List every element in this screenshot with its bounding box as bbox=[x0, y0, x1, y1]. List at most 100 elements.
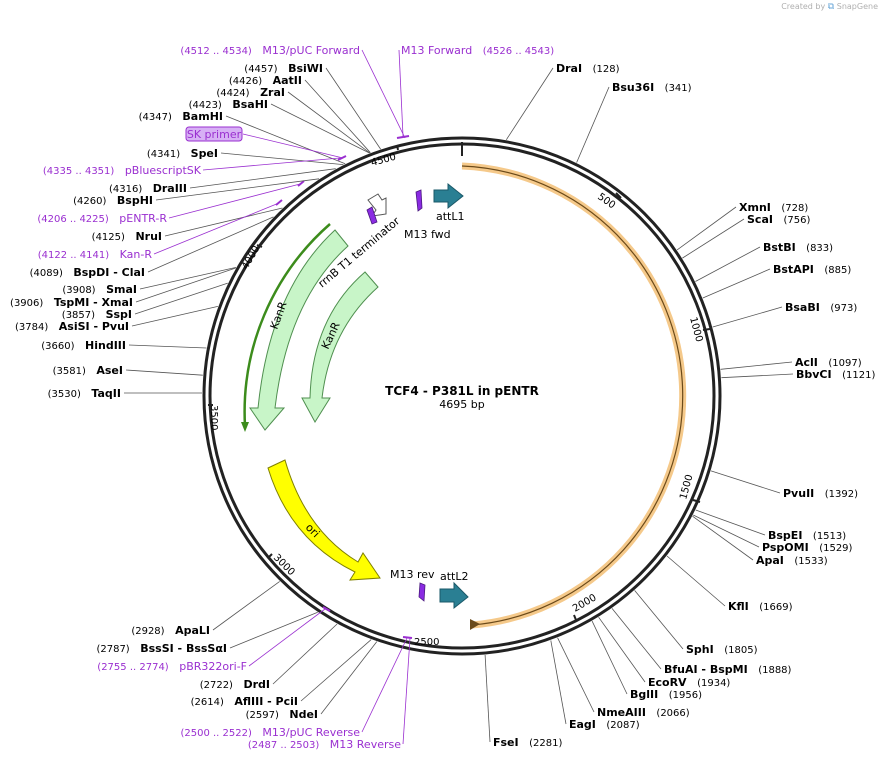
restriction-site-label[interactable]: (4424) ZraI bbox=[216, 86, 285, 99]
restriction-site-label[interactable]: (3906) TspMI - XmaI bbox=[10, 296, 133, 309]
restriction-site-label[interactable]: ScaI (756) bbox=[747, 213, 810, 226]
restriction-site-label[interactable]: KflI (1669) bbox=[728, 600, 793, 613]
site-position: (2928) bbox=[131, 626, 164, 637]
primer-label[interactable]: (2487 .. 2503) M13 Reverse bbox=[248, 738, 401, 751]
site-position: (2087) bbox=[606, 720, 639, 731]
restriction-site-label[interactable]: (4341) SpeI bbox=[147, 147, 218, 160]
restriction-site-label[interactable]: (3581) AseI bbox=[53, 364, 123, 377]
site-position: (885) bbox=[824, 265, 851, 276]
site-name: BamHI bbox=[182, 110, 223, 123]
restriction-site-label[interactable]: ApaI (1533) bbox=[756, 554, 828, 567]
site-name: BspHI bbox=[117, 194, 153, 207]
site-leader-line bbox=[304, 79, 371, 153]
attl1-arrow bbox=[433, 182, 464, 210]
site-position: (4341) bbox=[147, 149, 180, 160]
site-name: BsaBI bbox=[785, 301, 820, 314]
map-title: TCF4 - P381L in pENTR bbox=[385, 384, 539, 398]
site-leader-line bbox=[147, 216, 274, 273]
primer-label[interactable]: SK primer bbox=[187, 128, 242, 141]
primer-range: (4206 .. 4225) bbox=[37, 214, 109, 225]
restriction-site-label[interactable]: (2597) NdeI bbox=[246, 708, 318, 721]
restriction-site-label[interactable]: (4423) BsaHI bbox=[189, 98, 268, 111]
primer-leader-line bbox=[242, 133, 344, 159]
restriction-site-label[interactable]: AclI (1097) bbox=[795, 356, 862, 369]
primer-label[interactable]: (4512 .. 4534) M13/pUC Forward bbox=[180, 44, 360, 57]
primer-label[interactable]: (4206 .. 4225) pENTR-R bbox=[37, 212, 167, 225]
site-position: (1097) bbox=[828, 358, 861, 369]
restriction-site-label[interactable]: BstBI (833) bbox=[763, 241, 833, 254]
primer-labels: (4512 .. 4534) M13/pUC Forward M13 Forwar… bbox=[37, 44, 554, 751]
spacer bbox=[472, 44, 483, 57]
restriction-site-label[interactable]: EcoRV (1934) bbox=[648, 676, 730, 689]
restriction-site-label[interactable]: EagI (2087) bbox=[569, 718, 640, 731]
site-leader-line bbox=[712, 306, 783, 328]
site-leader-line bbox=[155, 178, 320, 201]
restriction-site-label[interactable]: BglII (1956) bbox=[630, 688, 702, 701]
site-leader-line bbox=[225, 115, 346, 165]
spacer bbox=[262, 74, 273, 87]
site-position: (2066) bbox=[656, 708, 689, 719]
restriction-site-label[interactable]: BstAPI (885) bbox=[773, 263, 851, 276]
primer-label[interactable]: (4335 .. 4351) pBluescriptSK bbox=[43, 164, 202, 177]
restriction-site-label[interactable]: BfuAI - BspMI (1888) bbox=[664, 663, 792, 676]
restriction-site-label[interactable]: (3908) SmaI bbox=[62, 283, 137, 296]
site-name: AflIII - PciI bbox=[234, 695, 298, 708]
primer-leader-line bbox=[202, 157, 341, 171]
restriction-site-label[interactable]: (3530) TaqII bbox=[48, 387, 121, 400]
primer-name: Kan-R bbox=[120, 248, 153, 261]
site-position: (4347) bbox=[139, 112, 172, 123]
restriction-site-label[interactable]: (3857) SspI bbox=[62, 308, 132, 321]
site-leader-line bbox=[135, 267, 236, 303]
site-labels: DraI (128) Bsu36I (341) XmnI (728)ScaI (75… bbox=[10, 62, 875, 749]
site-name: BbvCI bbox=[796, 368, 832, 381]
restriction-site-label[interactable]: PspOMI (1529) bbox=[762, 541, 853, 554]
restriction-site-label[interactable]: (4347) BamHI bbox=[139, 110, 223, 123]
restriction-site-label[interactable]: BspEI (1513) bbox=[768, 529, 846, 542]
site-position: (1392) bbox=[825, 489, 858, 500]
restriction-site-label[interactable]: (3784) AsiSI - PvuI bbox=[15, 320, 129, 333]
restriction-site-label[interactable]: (2722) DrdI bbox=[200, 678, 270, 691]
feature-label-m13-rev: M13 rev bbox=[390, 568, 435, 581]
restriction-site-label[interactable]: BbvCI (1121) bbox=[796, 368, 875, 381]
site-position: (3530) bbox=[48, 389, 81, 400]
primer-leader-line bbox=[248, 608, 326, 667]
primer-label[interactable]: (2500 .. 2522) M13/pUC Reverse bbox=[180, 726, 360, 739]
restriction-site-label[interactable]: BsaBI (973) bbox=[785, 301, 857, 314]
site-position: (756) bbox=[783, 215, 810, 226]
attl2-arrow bbox=[439, 581, 469, 610]
site-position: (1121) bbox=[842, 370, 875, 381]
restriction-site-label[interactable]: DraI (128) bbox=[556, 62, 620, 75]
restriction-site-label[interactable]: (2928) ApaLI bbox=[131, 624, 210, 637]
site-name: NmeAIII bbox=[597, 706, 646, 719]
site-position: (4423) bbox=[189, 100, 222, 111]
restriction-site-label[interactable]: Bsu36I (341) bbox=[612, 81, 692, 94]
restriction-site-label[interactable]: (2787) BssSI - BssSαI bbox=[96, 642, 227, 655]
restriction-site-label[interactable]: (4316) DraIII bbox=[109, 182, 187, 195]
site-name: SmaI bbox=[106, 283, 137, 296]
primer-label[interactable]: (2755 .. 2774) pBR322ori-F bbox=[97, 660, 247, 673]
primer-range: (2487 .. 2503) bbox=[248, 740, 320, 751]
primer-label[interactable]: M13 Forward (4526 .. 4543) bbox=[401, 44, 554, 57]
site-position: (128) bbox=[593, 64, 620, 75]
restriction-site-label[interactable]: XmnI (728) bbox=[739, 201, 808, 214]
restriction-site-label[interactable]: NmeAIII (2066) bbox=[597, 706, 690, 719]
restriction-site-label[interactable]: (4260) BspHI bbox=[73, 194, 153, 207]
site-leader-line bbox=[611, 608, 662, 670]
site-name: ApaI bbox=[756, 554, 784, 567]
restriction-site-label[interactable]: (4125) NruI bbox=[92, 230, 162, 243]
site-position: (1805) bbox=[724, 645, 757, 656]
primer-label[interactable]: (4122 .. 4141) Kan-R bbox=[38, 248, 153, 261]
site-leader-line bbox=[134, 282, 228, 315]
restriction-site-label[interactable]: (4457) BsiWI bbox=[244, 62, 323, 75]
restriction-site-label[interactable]: (4426) AatII bbox=[229, 74, 302, 87]
spacer bbox=[279, 708, 290, 721]
spacer bbox=[43, 296, 54, 309]
restriction-site-label[interactable]: SphI (1805) bbox=[686, 643, 758, 656]
restriction-site-label[interactable]: FseI (2281) bbox=[493, 736, 562, 749]
restriction-site-label[interactable]: (3660) HindIII bbox=[41, 339, 126, 352]
restriction-site-label[interactable]: (2614) AflIII - PciI bbox=[191, 695, 298, 708]
restriction-site-label[interactable]: PvuII (1392) bbox=[783, 487, 858, 500]
spacer bbox=[130, 642, 141, 655]
restriction-site-label[interactable]: (4089) BspDI - ClaI bbox=[30, 266, 145, 279]
